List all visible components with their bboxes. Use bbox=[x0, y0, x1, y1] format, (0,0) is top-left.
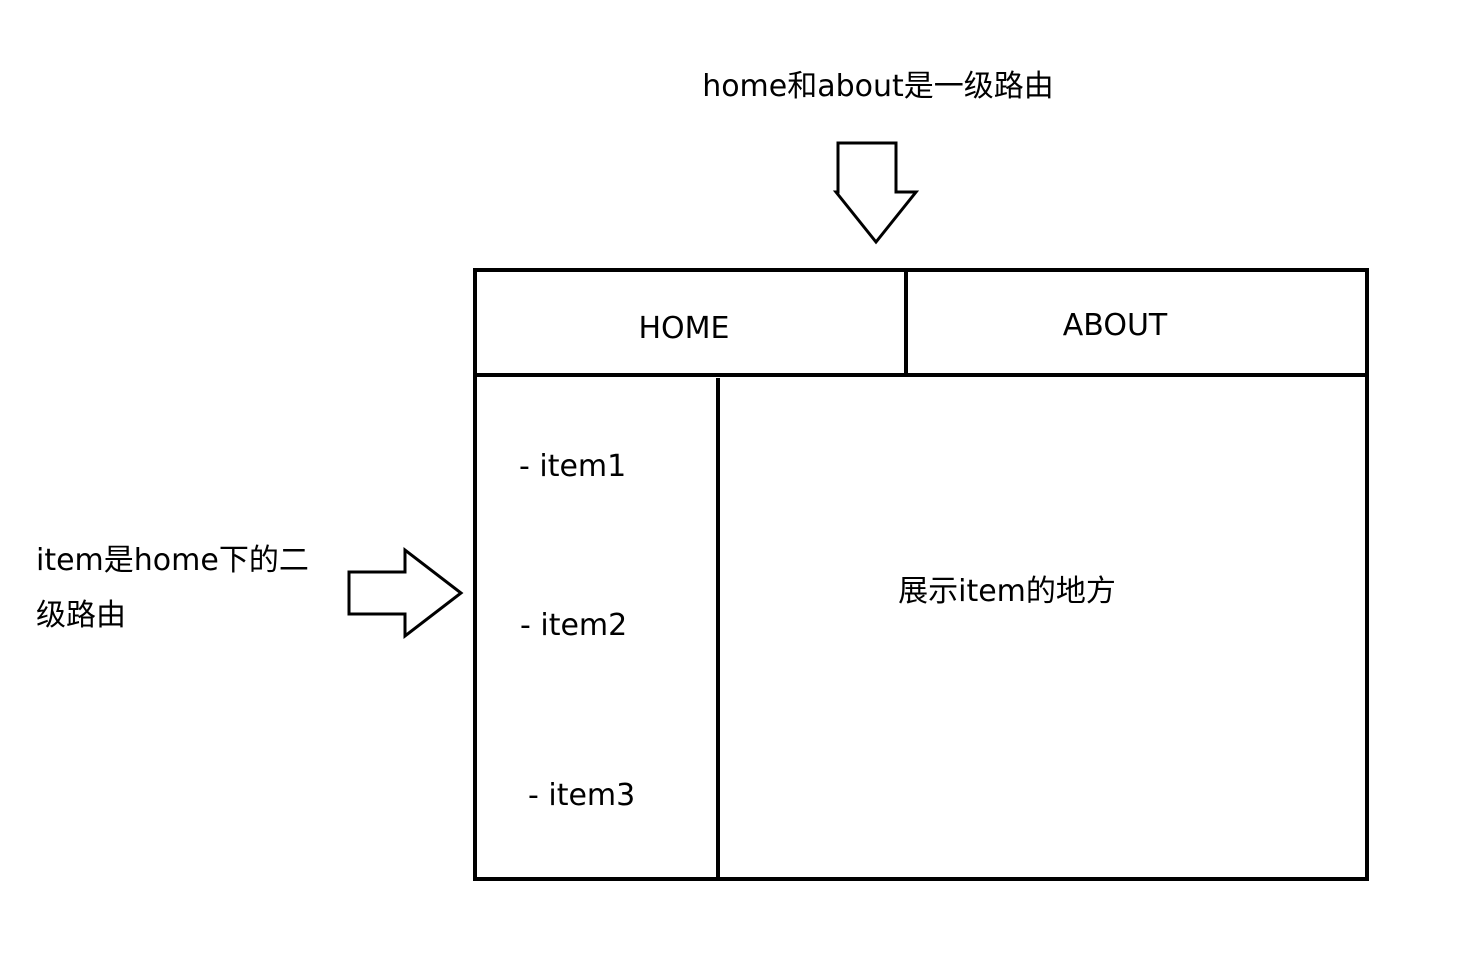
sidebar-item-3[interactable]: - item3 bbox=[528, 778, 635, 813]
left-annotation-line1: item是home下的二 bbox=[36, 543, 309, 578]
top-annotation: home和about是一级路由 bbox=[702, 69, 1054, 104]
app-frame bbox=[473, 268, 1369, 881]
content-area-label: 展示item的地方 bbox=[898, 574, 1116, 609]
left-annotation-line2: 级路由 bbox=[36, 598, 126, 633]
sidebar-item-1[interactable]: - item1 bbox=[519, 449, 626, 484]
nav-about[interactable]: ABOUT bbox=[1063, 308, 1168, 343]
sidebar-item-2[interactable]: - item2 bbox=[520, 608, 627, 643]
right-arrow-icon bbox=[347, 546, 464, 640]
down-arrow-icon bbox=[832, 141, 920, 245]
nav-home[interactable]: HOME bbox=[638, 311, 729, 346]
